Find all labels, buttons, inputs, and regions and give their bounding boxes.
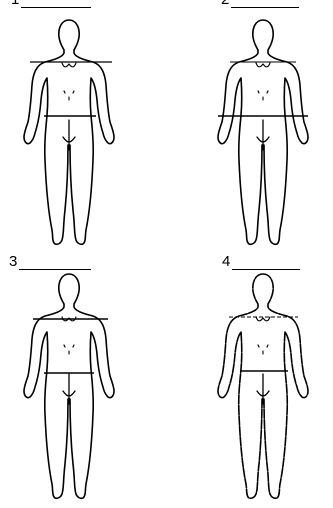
figure-3-body-outline xyxy=(0,254,166,508)
figure-4-body-outline xyxy=(194,254,333,508)
figure-4: 4 xyxy=(167,254,333,508)
body-outline-drawing xyxy=(218,274,308,498)
figure-1-body-outline xyxy=(0,0,166,254)
body-outline-drawing xyxy=(218,20,308,244)
figure-1: 1 xyxy=(0,0,166,254)
body-outline-drawing xyxy=(24,274,114,498)
figure-3: 3 xyxy=(0,254,166,508)
figure-2: 2 xyxy=(167,0,333,254)
body-outline-drawing xyxy=(24,20,114,244)
figure-2-body-outline xyxy=(194,0,333,254)
